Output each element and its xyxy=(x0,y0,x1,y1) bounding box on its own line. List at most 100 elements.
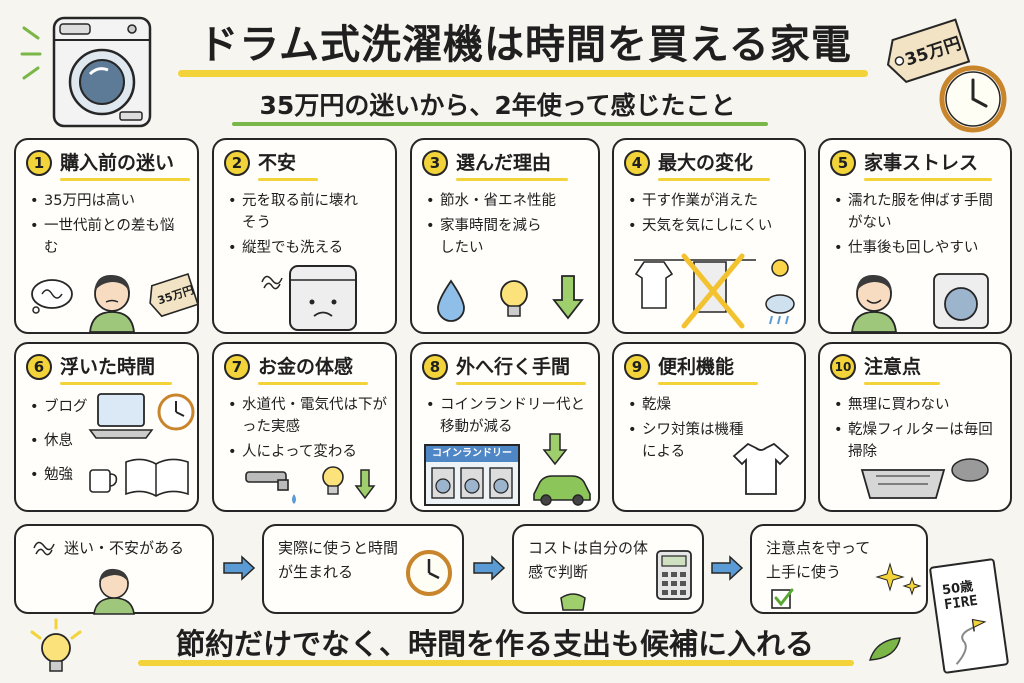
fire-notebook: 50歳 FIRE xyxy=(928,557,1010,675)
sparkle-lines xyxy=(20,26,42,80)
card-number: 8 xyxy=(422,354,448,380)
card-item: 無理に買わない xyxy=(834,394,1002,416)
title-underline xyxy=(178,70,868,77)
footer-message: 節約だけでなく、時間を作る支出も候補に入れる xyxy=(175,627,814,661)
faucet-icon xyxy=(245,471,296,504)
card-item: 縦型でも洗える xyxy=(228,237,387,259)
thought-bubble-icon xyxy=(31,279,73,314)
card-item: 家事時間を減らしたい xyxy=(426,215,546,259)
card-reasons: 3 選んだ理由 節水・省エネ性能 家事時間を減らしたい xyxy=(410,138,600,334)
card-item: 仕事後も回しやすい xyxy=(834,237,1002,259)
card-item: 休息 xyxy=(30,430,189,452)
card-title: 便利機能 xyxy=(658,356,735,378)
card-item: 水道代・電気代は下がった実感 xyxy=(228,394,388,438)
card-purchase-hesitation: 1 購入前の迷い 35万円は高い 一世代前との差も悩む 35万円 xyxy=(14,138,199,334)
card-title: 注意点 xyxy=(864,356,922,378)
card-title: 最大の変化 xyxy=(658,152,754,174)
price-tag: 35万円 xyxy=(877,12,976,92)
down-arrow-icon xyxy=(552,275,584,320)
card-freed-time: 6 浮いた時間 ブログ 休息 勉強 xyxy=(14,342,199,512)
sparkle-icon xyxy=(875,562,922,596)
card-item: シワ対策は機種による xyxy=(628,419,748,463)
card-number: 4 xyxy=(624,150,650,176)
card-title: 購入前の迷い xyxy=(60,152,175,174)
down-arrow-icon xyxy=(354,469,376,500)
card-item: ブログ xyxy=(30,396,189,418)
laptop-icon xyxy=(88,393,154,439)
card-item: 人によって変わる xyxy=(228,441,387,463)
card-convenient-features: 9 便利機能 乾燥 シワ対策は機種による xyxy=(612,342,806,512)
worried-person-icon xyxy=(93,568,135,615)
clock-icon xyxy=(406,550,452,596)
card-item: 35万円は高い xyxy=(30,190,189,212)
filter-tray-icon xyxy=(860,469,946,499)
flow-arrow-icon xyxy=(711,555,744,581)
flag-path-icon xyxy=(955,618,987,665)
footer-underline xyxy=(138,660,854,666)
weather-icon xyxy=(765,259,795,325)
card-item: 勉強 xyxy=(30,464,189,486)
card-number: 1 xyxy=(26,150,52,176)
leaf-icon xyxy=(869,637,901,661)
mini-washing-machine-icon xyxy=(933,273,989,329)
worried-person-icon xyxy=(89,274,135,333)
book-icon xyxy=(125,458,189,497)
worry-scribble-icon xyxy=(261,275,283,290)
flow-step-text: 実際に使うと時間が生まれる xyxy=(278,539,399,581)
page-title: ドラム式洗濯機は時間を買える家電 xyxy=(198,22,852,68)
coin-purse-icon xyxy=(560,593,586,611)
lightbulb-icon xyxy=(30,618,82,672)
subtitle-underline xyxy=(232,122,768,126)
card-title: 選んだ理由 xyxy=(456,152,552,174)
card-title: 家事ストレス xyxy=(864,152,979,174)
flow-step-text: コストは自分の体感で判断 xyxy=(528,539,649,581)
happy-person-icon xyxy=(851,274,897,333)
card-number: 6 xyxy=(26,354,52,380)
laundromat-sign: コインランドリー xyxy=(426,446,518,462)
mug-icon xyxy=(89,469,118,493)
car-icon xyxy=(533,475,591,506)
card-cautions: 10 注意点 無理に買わない 乾燥フィルターは毎回掃除 xyxy=(818,342,1012,512)
flow-step-4: 注意点を守って上手に使う xyxy=(750,524,928,614)
checkbox-icon xyxy=(771,588,794,609)
card-outing-effort: 8 外へ行く手間 コインランドリー代と移動が減る コインランドリー xyxy=(410,342,600,512)
flow-step-3: コストは自分の体感で判断 xyxy=(512,524,704,614)
worry-scribble-icon xyxy=(33,541,55,556)
flow-step-1: 迷い・不安がある xyxy=(14,524,214,615)
lightbulb-icon xyxy=(322,466,344,495)
notebook-line-2: FIRE xyxy=(943,592,979,614)
price-tag-small: 35万円 xyxy=(143,270,201,323)
card-title: お金の体感 xyxy=(258,356,354,378)
card-item: 濡れた服を伸ばす手間がない xyxy=(834,190,1004,234)
laundromat-building: コインランドリー xyxy=(424,444,520,506)
card-number: 9 xyxy=(624,354,650,380)
card-number: 2 xyxy=(224,150,250,176)
card-item: 干す作業が消えた xyxy=(628,190,796,212)
card-housework-stress: 5 家事ストレス 濡れた服を伸ばす手間がない 仕事後も回しやすい xyxy=(818,138,1012,334)
card-number: 3 xyxy=(422,150,448,176)
card-biggest-change: 4 最大の変化 干す作業が消えた 天気を気にしにくい xyxy=(612,138,806,334)
card-item: 節水・省エネ性能 xyxy=(426,190,590,212)
flow-step-2: 実際に使うと時間が生まれる xyxy=(262,524,464,614)
card-number: 7 xyxy=(224,354,250,380)
card-item: 一世代前との差も悩む xyxy=(30,215,180,259)
clock-icon xyxy=(157,393,195,431)
flow-step-text: 注意点を守って上手に使う xyxy=(766,539,871,581)
flow-arrow-icon xyxy=(473,555,506,581)
card-number: 10 xyxy=(830,354,856,380)
tshirt-icon xyxy=(732,442,790,495)
card-item: 乾燥 xyxy=(628,394,796,416)
flow-arrow-icon xyxy=(223,555,256,581)
card-money-feeling: 7 お金の体感 水道代・電気代は下がった実感 人によって変わる xyxy=(212,342,397,512)
card-anxiety: 2 不安 元を取る前に壊れそう 縦型でも洗える xyxy=(212,138,397,334)
card-item: 天気を気にしにくい xyxy=(628,215,796,237)
calculator-icon xyxy=(656,550,692,600)
lightbulb-icon xyxy=(500,280,528,317)
sad-washing-machine-icon xyxy=(289,265,357,331)
page-subtitle: 35万円の迷いから、2年使って感じたこと xyxy=(259,91,736,120)
flow-step-text: 迷い・不安がある xyxy=(64,539,185,557)
water-drop-icon xyxy=(437,279,465,322)
down-arrow-icon xyxy=(542,433,568,466)
dust-cloud-icon xyxy=(951,458,989,482)
card-item: 乾燥フィルターは毎回掃除 xyxy=(834,419,994,463)
